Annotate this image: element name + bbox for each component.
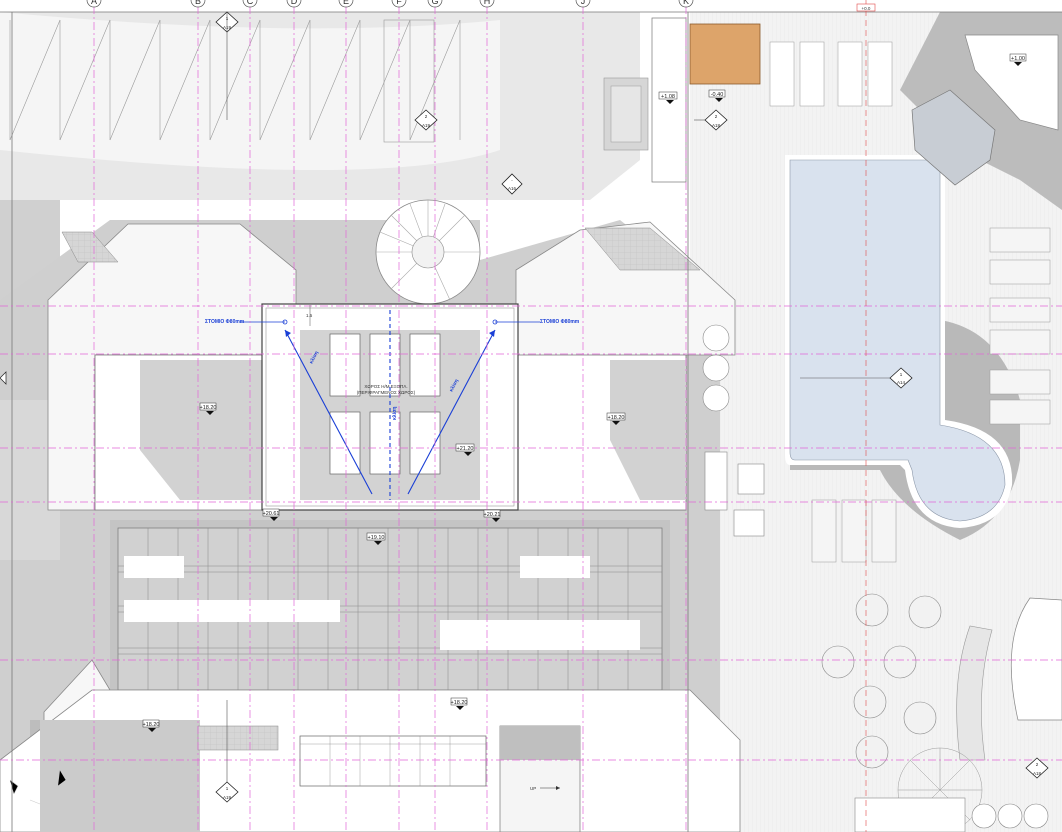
- svg-text:2: 2: [715, 114, 718, 119]
- room-label: ΧΩΡΟΣ Η/Μ ΕΞΟΠΛ.: [364, 384, 407, 389]
- slope-label-2: κλίση: [448, 378, 460, 393]
- axis-label-b: B: [195, 0, 201, 6]
- up-arrow: UP: [530, 786, 560, 791]
- section-marker-bottom: 1 A19: [215, 700, 239, 803]
- level-tag-east: +18.20: [608, 415, 625, 421]
- axis-label-e: E: [343, 0, 349, 6]
- level-tag-bottom-center: +18.20: [451, 700, 468, 706]
- section-marker-k: 2 A18: [694, 109, 728, 131]
- axis-label-k: K: [683, 0, 689, 6]
- axis-label-g: G: [431, 0, 438, 6]
- section-marker-mid: - A16: [501, 173, 523, 195]
- up-label: UP: [530, 786, 536, 791]
- svg-text:2: 2: [1036, 762, 1039, 767]
- svg-text:-: -: [511, 178, 513, 183]
- south-wing: [0, 659, 741, 832]
- axis-label-h: H: [484, 0, 491, 6]
- level-tag-roof: +19.10: [368, 535, 385, 541]
- west-wing: [47, 223, 297, 511]
- svg-text:A14: A14: [897, 380, 906, 385]
- section-marker-top-left: 1 A19: [215, 11, 239, 120]
- level-tag-west: +18.20: [200, 405, 217, 411]
- drain-label-right: ΣΤΟΜΙΟ Φ80mm: [540, 319, 580, 325]
- level-tag-040: -0.40: [711, 92, 724, 98]
- red-mark-label: +0.0: [862, 6, 871, 11]
- level-tag-108: +1.08: [661, 94, 675, 100]
- svg-text:2: 2: [425, 114, 428, 119]
- datum-marker: +0.0: [856, 3, 876, 12]
- level-tag-right-top: +1.00: [1011, 56, 1025, 62]
- east-wing: [515, 221, 765, 537]
- mechanical-room: [240, 303, 540, 511]
- grid-axis-bubbles: A B C D E F G H J K: [86, 0, 694, 8]
- svg-text:A19: A19: [422, 123, 431, 128]
- drain-label-left: ΣΤΟΜΙΟ Φ80mm: [205, 319, 245, 325]
- svg-text:A16: A16: [508, 186, 517, 191]
- axis-label-f: F: [396, 0, 402, 6]
- dimension-small: 1.5: [306, 313, 313, 318]
- slope-label-1: κλίση: [308, 350, 320, 365]
- section-marker-pool: 1 A14: [800, 367, 913, 389]
- axis-label-a: A: [91, 0, 97, 6]
- level-tags: +1.08 -0.40 +1.00 +18.20 +18.20 +21.20 +…: [143, 53, 1027, 732]
- section-marker-left-edge: [0, 371, 7, 385]
- section-marker-right-bottom: 2 A18: [1025, 757, 1049, 779]
- pool-terrace: [651, 12, 1062, 832]
- grid-lines: [0, 6, 1062, 832]
- level-tag-mid-left: +20.61: [263, 511, 280, 517]
- svg-text:1: 1: [226, 786, 229, 791]
- level-tag-center: +21.20: [457, 446, 474, 452]
- level-tag-bottom-left: +18.20: [143, 722, 160, 728]
- axis-label-j: J: [581, 0, 586, 6]
- svg-text:1: 1: [226, 16, 229, 21]
- axis-label-d: D: [291, 0, 298, 6]
- room-sublabel: (ΠΕΡΙΦΡΑΓΜΕΝΟΣ ΧΩΡΟΣ): [357, 390, 416, 395]
- axis-label-c: C: [247, 0, 254, 6]
- site-walls: [0, 11, 1062, 832]
- svg-text:A18: A18: [1033, 771, 1042, 776]
- svg-text:1: 1: [900, 372, 903, 377]
- section-marker-f: 2 A19: [414, 109, 438, 131]
- spiral-stair: [375, 199, 481, 305]
- svg-text:A19: A19: [223, 795, 232, 800]
- svg-text:A19: A19: [223, 25, 232, 30]
- level-tag-mid-right: +20.21: [484, 512, 501, 518]
- svg-text:A18: A18: [712, 123, 721, 128]
- roof-slab: [110, 520, 670, 696]
- drainage-annotations: ΣΤΟΜΙΟ Φ80mm ΣΤΟΜΙΟ Φ80mm κλίση κλίση κλ…: [205, 319, 580, 420]
- slope-label-3: κλίση: [392, 407, 398, 420]
